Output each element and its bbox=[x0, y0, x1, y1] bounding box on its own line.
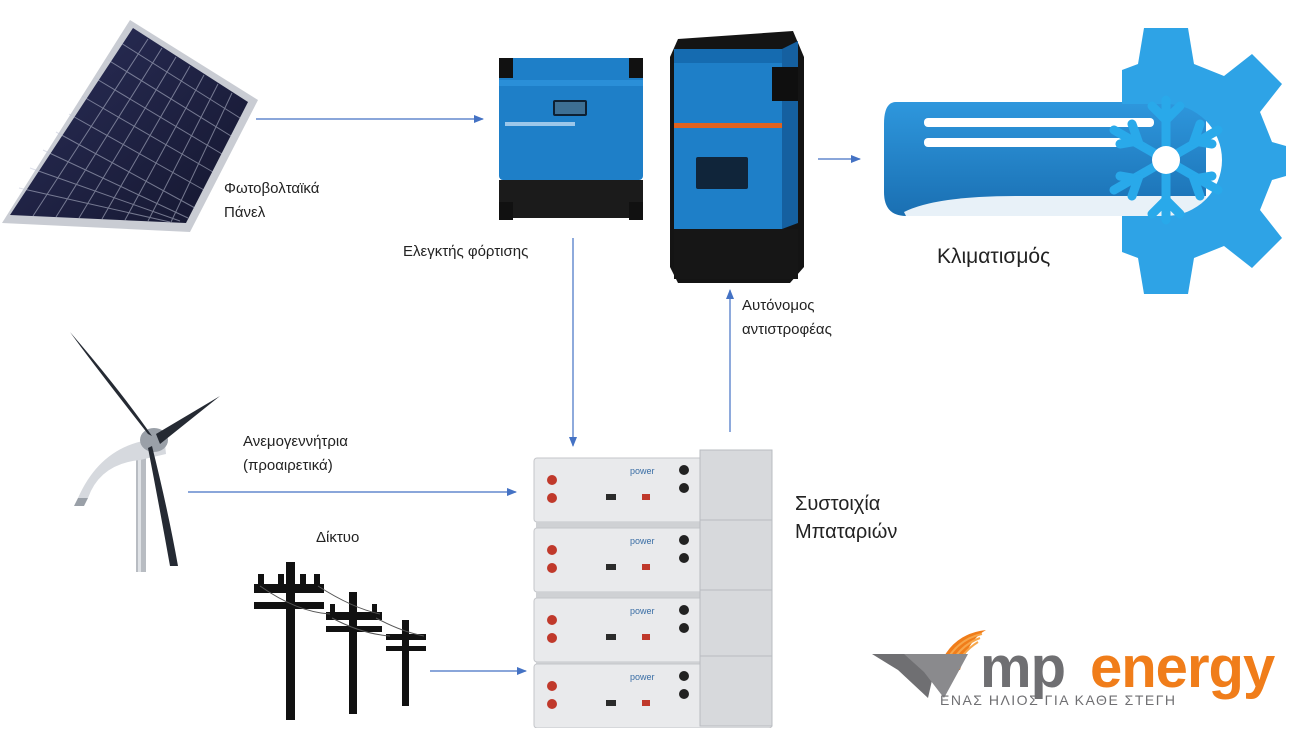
charge-controller-image bbox=[497, 56, 645, 222]
air-conditioning-label: Κλιματισμός bbox=[937, 245, 1051, 268]
solar-panel-image bbox=[0, 18, 260, 233]
battery-brand-text-4: power bbox=[630, 672, 655, 682]
charge-controller-label: Ελεγκτής φόρτισης bbox=[403, 243, 529, 260]
mp-energy-logo: mp energy ΕΝΑΣ ΗΛΙΟΣ ΓΙΑ ΚΑΘΕ ΣΤΕΓΗ bbox=[868, 626, 1288, 736]
battery-brand-text-3: power bbox=[630, 606, 655, 616]
pv-panels-label: Φωτοβολταϊκά Πάνελ bbox=[224, 180, 320, 221]
logo-mp-text: mp bbox=[980, 635, 1066, 700]
battery-bank-label: Συστοιχία Μπαταριών bbox=[795, 493, 898, 543]
wind-turbine-label: Ανεμογεννήτρια (προαιρετικά) bbox=[243, 433, 348, 474]
inverter-image bbox=[668, 27, 808, 285]
logo-energy-text: energy bbox=[1090, 635, 1275, 700]
battery-brand-text-2: power bbox=[630, 536, 655, 546]
battery-brand-text-1: power bbox=[630, 466, 655, 476]
air-conditioning-image bbox=[876, 20, 1286, 298]
wind-turbine-image bbox=[60, 330, 240, 575]
inverter-label: Αυτόνομος αντιστροφέας bbox=[742, 297, 832, 338]
logo-tagline: ΕΝΑΣ ΗΛΙΟΣ ΓΙΑ ΚΑΘΕ ΣΤΕΓΗ bbox=[940, 692, 1177, 708]
power-grid-image bbox=[252, 562, 432, 722]
grid-label: Δίκτυο bbox=[316, 529, 360, 546]
battery-bank-image: power power power power bbox=[530, 442, 776, 734]
